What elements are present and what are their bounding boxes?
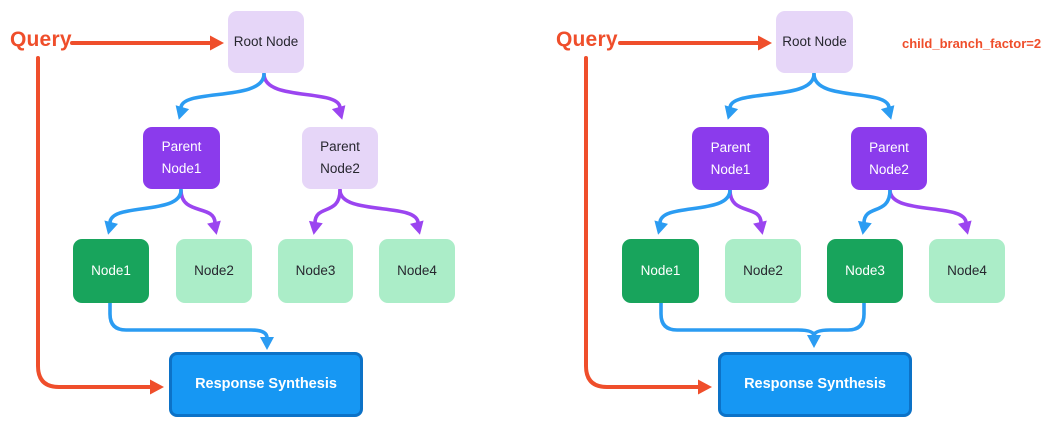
- right-leaf-node1: Node1: [622, 239, 699, 303]
- right-leaf-node4: Node4: [929, 239, 1005, 303]
- left-parent-node1: Parent Node1: [143, 127, 220, 189]
- right-branch-factor-annotation: child_branch_factor=2: [902, 36, 1042, 51]
- left-parent-node2: Parent Node2: [302, 127, 378, 189]
- right-response-synthesis: Response Synthesis: [718, 352, 912, 417]
- right-query-label: Query: [556, 28, 618, 51]
- right-parent-node1: Parent Node1: [692, 127, 769, 190]
- left-query-label: Query: [10, 28, 72, 51]
- left-response-synthesis: Response Synthesis: [169, 352, 363, 417]
- right-leaf-node2: Node2: [725, 239, 801, 303]
- right-parent-node2: Parent Node2: [851, 127, 927, 190]
- left-leaf-node4: Node4: [379, 239, 455, 303]
- left-root-node: Root Node: [228, 11, 304, 73]
- right-leaf-node3: Node3: [827, 239, 903, 303]
- left-leaf-node2: Node2: [176, 239, 252, 303]
- left-leaf-node3: Node3: [278, 239, 353, 303]
- right-root-node: Root Node: [776, 11, 853, 73]
- left-leaf-node1: Node1: [73, 239, 149, 303]
